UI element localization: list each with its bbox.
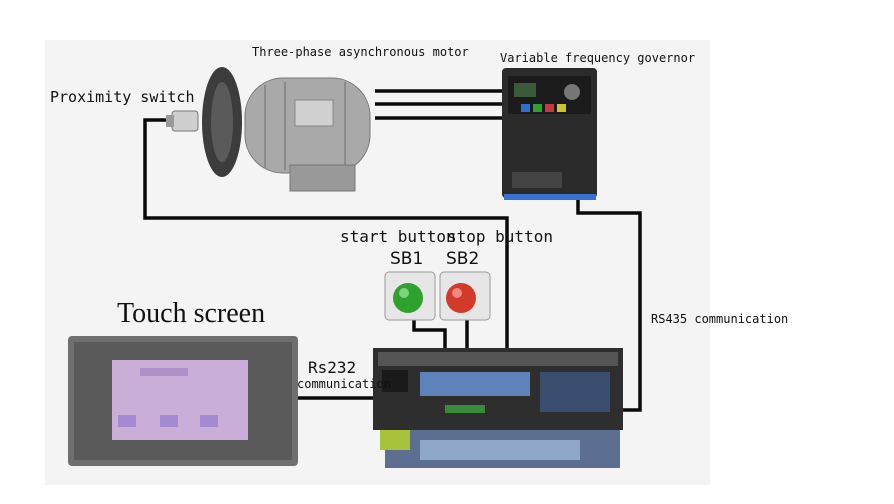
motor-nameplate (294, 99, 334, 127)
touch-screen-label: Touch screen (117, 298, 266, 329)
rs435-label: RS435 communication (651, 312, 789, 326)
vfd-knob (564, 84, 580, 100)
start-button-label: start button (340, 227, 456, 246)
motor-label: Three-phase asynchronous motor (252, 45, 469, 59)
rs232-label: Rs232 (308, 358, 357, 377)
motor-base (289, 164, 356, 192)
sb1-wire (412, 318, 447, 348)
rs435-wire (576, 200, 642, 412)
governor-label: Variable frequency governor (500, 51, 696, 65)
proximity-wire (143, 118, 509, 348)
plc-controller (373, 348, 623, 468)
variable-frequency-governor (502, 68, 597, 200)
touch-screen-device (68, 336, 298, 466)
proximity-switch (166, 110, 199, 132)
sb2-label: SB2 (446, 249, 480, 269)
wiring (143, 89, 642, 412)
plc-terminals (420, 372, 530, 396)
sb1-start-button (384, 271, 436, 321)
proximity-switch-label: Proximity switch (50, 88, 195, 106)
sb1-label: SB1 (390, 249, 424, 269)
rs232-communication-label: communication (297, 377, 391, 391)
stop-button-label: stop button (447, 227, 553, 246)
three-phase-motor (202, 67, 371, 192)
sb2-stop-button (439, 271, 491, 321)
